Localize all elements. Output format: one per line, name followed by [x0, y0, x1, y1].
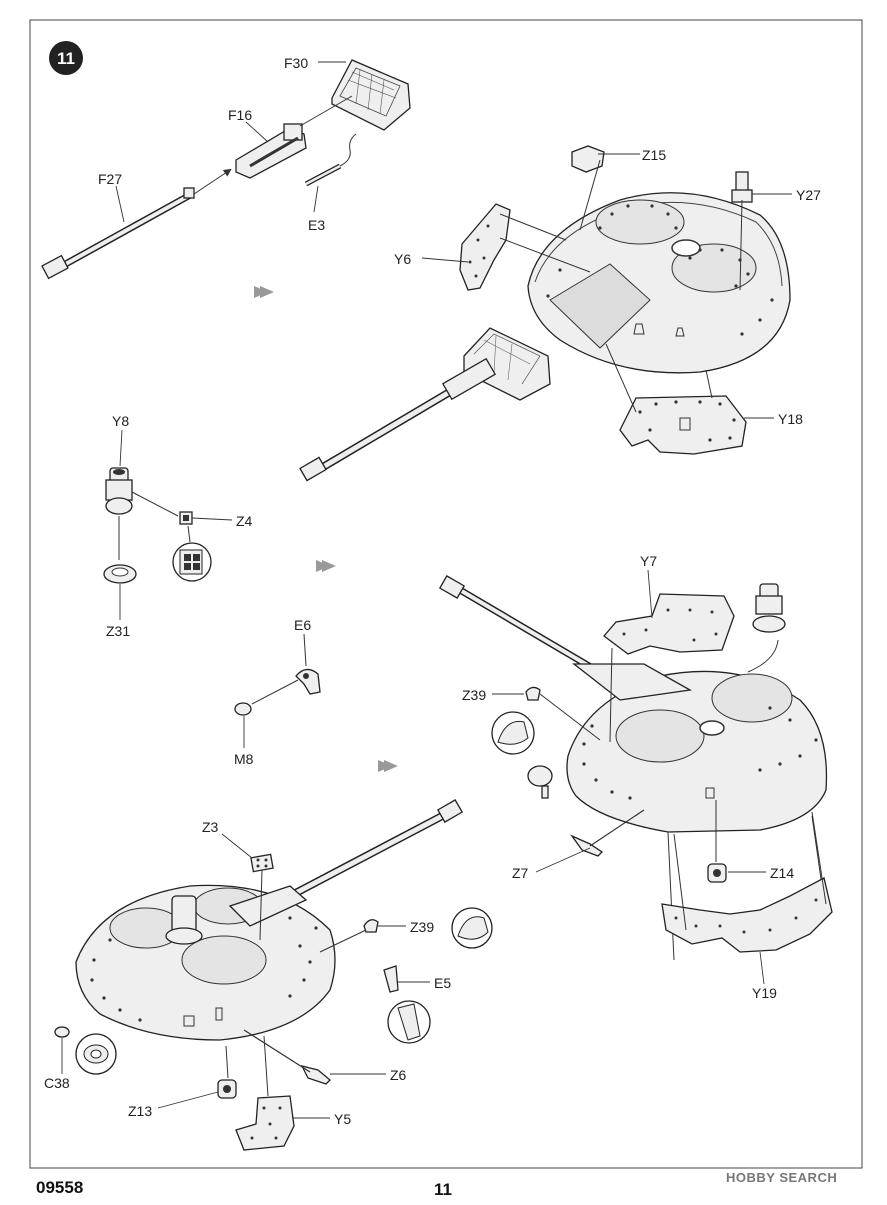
turret-right-gun-barrel [438, 575, 692, 701]
light-part-right [527, 765, 553, 799]
periscope-part-y27 [731, 171, 753, 203]
fitting-part-c38 [54, 1026, 70, 1038]
label-y8: Y8 [112, 413, 129, 429]
bracket-part-z14 [707, 863, 727, 883]
label-c38: C38 [44, 1075, 70, 1091]
tow-hook-part-z6 [243, 1029, 331, 1085]
cupola-right [747, 583, 786, 673]
latch-part-z39-right [525, 686, 541, 701]
turret-assembly-left [75, 884, 336, 1041]
fitting-detail-callout [75, 1033, 117, 1075]
page-number: 11 [434, 1180, 452, 1199]
vision-block-part-z4 [179, 511, 193, 525]
handle-detail-callout [387, 1000, 431, 1044]
latch-detail-callout-left [451, 907, 493, 949]
label-e5: E5 [434, 975, 451, 991]
label-f16: F16 [228, 107, 252, 123]
hook-part-e6 [295, 668, 321, 695]
step-number: 11 [57, 49, 75, 68]
label-z3: Z3 [202, 819, 219, 835]
label-m8: M8 [234, 751, 254, 767]
leader-lines [61, 61, 792, 1119]
gun-breech-part-f30 [331, 59, 411, 131]
label-z39-left: Z39 [410, 919, 434, 935]
lens-part-m8 [234, 702, 252, 716]
page-frame [29, 19, 863, 1169]
label-z13: Z13 [128, 1103, 152, 1119]
label-y19: Y19 [752, 985, 777, 1001]
tow-hook-part-z7 [570, 809, 645, 857]
label-y7: Y7 [640, 553, 657, 569]
turret-gun-barrel [299, 357, 497, 482]
handle-part-e5 [383, 965, 399, 993]
vision-block-detail-callout [172, 542, 212, 582]
gun-sight-part-e3 [304, 133, 357, 187]
latch-part-z39-left [363, 919, 379, 933]
plate-part-z3 [250, 853, 274, 873]
turret-assembly-top [527, 192, 791, 374]
label-y5: Y5 [334, 1111, 351, 1127]
label-f27: F27 [98, 171, 122, 187]
label-z14: Z14 [770, 865, 794, 881]
watermark-text: HOBBY SEARCH [726, 1170, 838, 1185]
process-arrow-2 [316, 560, 336, 572]
label-e6: E6 [294, 617, 311, 633]
armor-plate-y7 [603, 593, 735, 655]
label-z7: Z7 [512, 865, 529, 881]
label-e3: E3 [308, 217, 325, 233]
label-f30: F30 [284, 55, 308, 71]
armor-plate-y6 [459, 203, 511, 291]
label-z6: Z6 [390, 1067, 407, 1083]
label-y27: Y27 [796, 187, 821, 203]
label-y6: Y6 [394, 251, 411, 267]
armor-plate-y19 [661, 877, 833, 953]
label-z15: Z15 [642, 147, 666, 163]
step-badge: 11 [49, 41, 83, 75]
label-y18: Y18 [778, 411, 803, 427]
bracket-part-z13 [217, 1079, 237, 1099]
armor-plate-y5 [235, 1095, 295, 1151]
latch-detail-callout-right [491, 711, 535, 755]
label-z39-right: Z39 [462, 687, 486, 703]
process-arrow-1 [254, 286, 274, 298]
gun-barrel-part-f27 [41, 187, 195, 280]
label-z31: Z31 [106, 623, 130, 639]
process-arrow-3 [378, 760, 398, 772]
model-code: 09558 [36, 1178, 84, 1197]
ring-part-z31 [103, 564, 137, 584]
cupola-part-y8 [105, 467, 133, 515]
hatch-part-z15 [571, 145, 605, 173]
label-z4: Z4 [236, 513, 253, 529]
turret-left-gun-barrel [228, 799, 464, 927]
gun-mantlet-part-f16 [235, 123, 307, 179]
armor-plate-y18 [619, 395, 747, 455]
